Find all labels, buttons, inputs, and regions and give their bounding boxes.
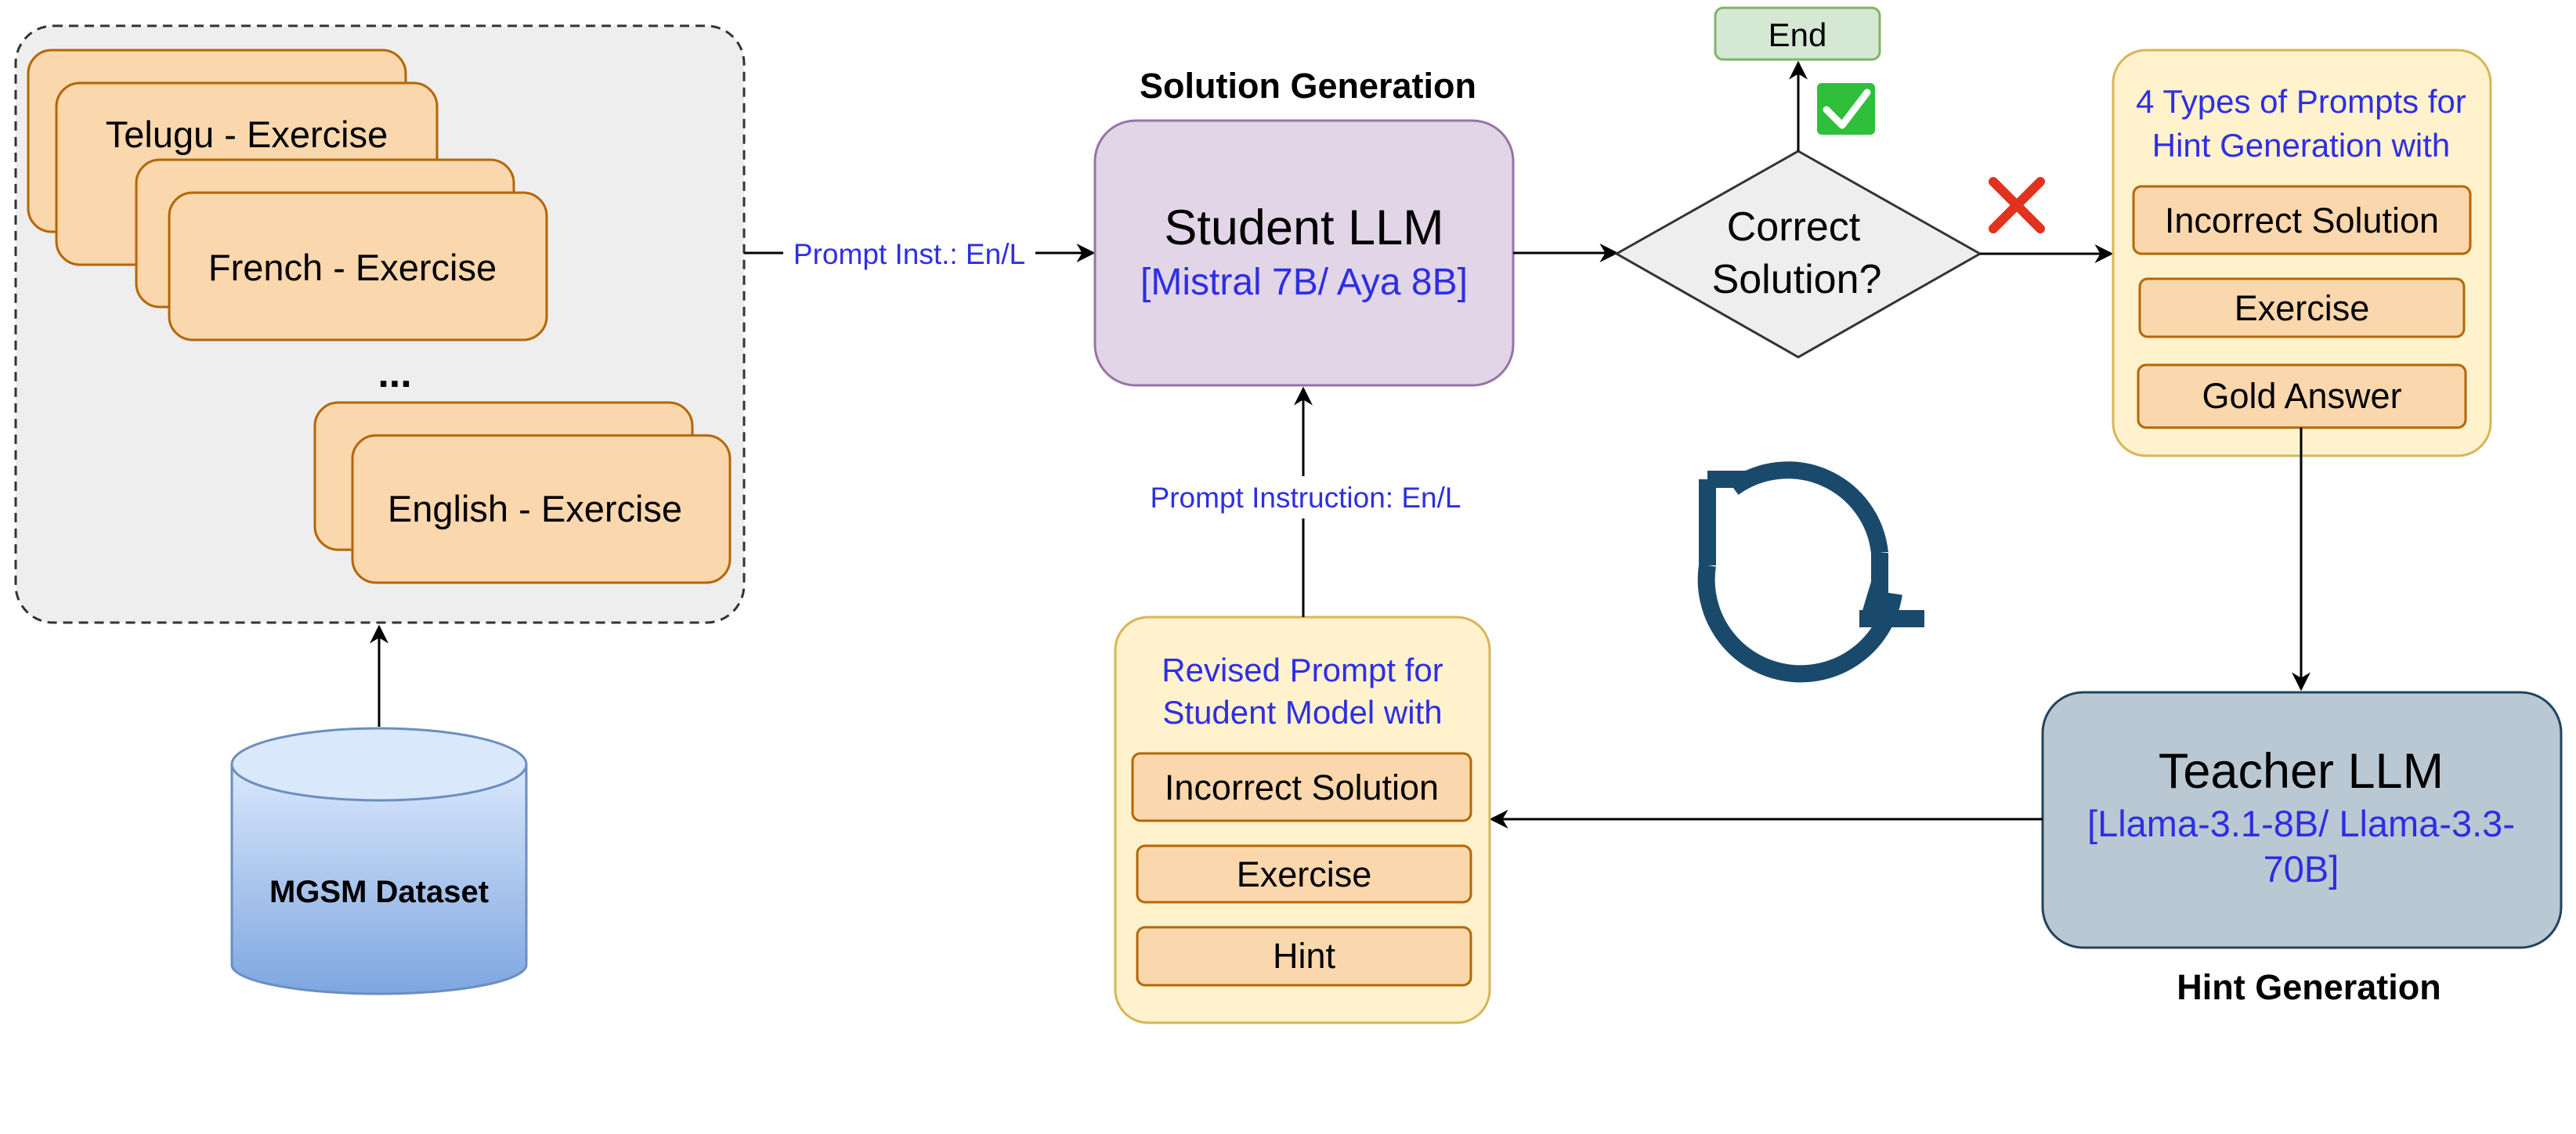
- hint-generation-heading: Hint Generation: [2177, 967, 2441, 1007]
- english-exercise-card: [351, 434, 732, 584]
- end-label: End: [1769, 16, 1827, 53]
- end-box: [1714, 6, 1881, 61]
- hint-panel-title-line2: Hint Generation with: [2152, 127, 2451, 164]
- hint-panel-item-exercise-label: Exercise: [2235, 288, 2370, 328]
- revised-panel-item-hint: [1136, 926, 1472, 987]
- revised-panel-title-line1: Revised Prompt for: [1162, 652, 1443, 688]
- revised-panel-item-exercise-label: Exercise: [1237, 854, 1372, 894]
- hint-panel-item-incorrect-solution-label: Incorrect Solution: [2165, 200, 2439, 240]
- decision-line1: Correct: [1727, 204, 1861, 250]
- revised-panel-item-incorrect-solution-label: Incorrect Solution: [1165, 767, 1439, 807]
- correct-solution-decision: [1613, 150, 1983, 359]
- hint-panel-item-exercise: [2138, 277, 2466, 338]
- teacher-llm-title: Teacher LLM: [2159, 744, 2444, 799]
- student-llm-title: Student LLM: [1164, 200, 1443, 255]
- revised-panel-item-exercise: [1136, 844, 1472, 904]
- prompt-inst-label-bg: [783, 233, 1035, 274]
- solution-generation-heading: Solution Generation: [1140, 66, 1476, 106]
- teacher-llm-models-line2: 70B]: [2263, 848, 2339, 890]
- french-exercise-card: [168, 191, 548, 341]
- hint-panel-title-line1: 4 Types of Prompts for: [2136, 83, 2466, 120]
- mgsm-database-icon: [230, 727, 528, 995]
- cross-mark-icon: [1989, 177, 2045, 233]
- mgsm-dataset-label: MGSM Dataset: [269, 875, 489, 909]
- french-exercise-label: French - Exercise: [208, 247, 497, 288]
- check-mark-icon: [1817, 83, 1875, 135]
- revised-panel-item-incorrect-solution: [1131, 752, 1472, 822]
- student-llm-models: [Mistral 7B/ Aya 8B]: [1140, 262, 1468, 303]
- telugu-exercise-label: Telugu - Exercise: [106, 114, 388, 155]
- hint-panel-item-gold-answer-label: Gold Answer: [2202, 376, 2401, 416]
- prompt-instruction-label-bg: [1136, 476, 1476, 518]
- revised-panel-item-hint-label: Hint: [1273, 936, 1336, 976]
- hint-panel-item-incorrect-solution: [2132, 185, 2472, 255]
- decision-line2: Solution?: [1712, 257, 1882, 302]
- prompt-instruction-edge-label: Prompt Instruction: En/L: [1151, 482, 1461, 514]
- revised-panel-title-line2: Student Model with: [1162, 694, 1442, 731]
- teacher-llm-models-line1: [Llama-3.1-8B/ Llama-3.3-: [2087, 803, 2515, 844]
- more-exercises-ellipsis: ...: [378, 351, 411, 396]
- english-exercise-label: English - Exercise: [388, 488, 682, 529]
- prompt-inst-edge-label: Prompt Inst.: En/L: [793, 238, 1025, 270]
- refresh-cycle-icon: [1697, 461, 1924, 683]
